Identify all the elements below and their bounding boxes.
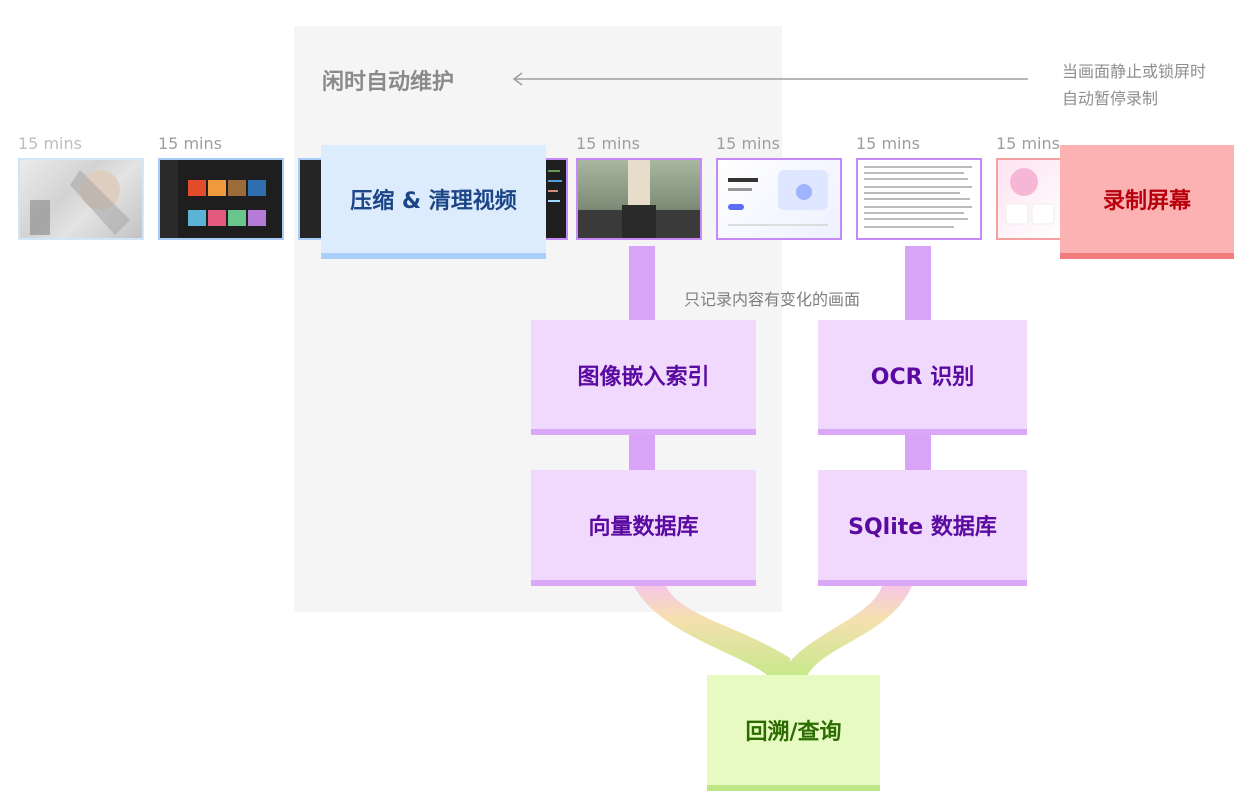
only-changes-note: 只记录内容有变化的画面 <box>684 290 861 309</box>
pink-web-thumbnail <box>996 158 1062 240</box>
person-photo-thumbnail <box>576 158 702 240</box>
anime-character-thumbnail <box>18 158 144 240</box>
connector-sqlite <box>905 435 931 470</box>
pause-note-line1: 当画面静止或锁屏时 <box>1062 62 1207 81</box>
interval-label: 15 mins <box>18 134 82 153</box>
music-app-thumbnail <box>158 158 284 240</box>
code-editor-thumbnail-2 <box>546 158 568 240</box>
document-text-thumbnail <box>856 158 982 240</box>
connector-ocr <box>905 246 931 320</box>
connector-embed <box>629 246 655 320</box>
recall-query-box[interactable]: 回溯/查询 <box>707 675 880 791</box>
interval-label: 15 mins <box>996 134 1060 153</box>
merge-connector <box>634 586 912 678</box>
sqlite-database-box: SQlite 数据库 <box>818 470 1027 586</box>
interval-label: 15 mins <box>158 134 222 153</box>
idle-maintenance-label: 闲时自动维护 <box>322 70 455 95</box>
vector-database-box: 向量数据库 <box>531 470 756 586</box>
web-page-thumbnail <box>716 158 842 240</box>
code-editor-thumbnail <box>298 158 322 240</box>
interval-label: 15 mins <box>576 134 640 153</box>
record-screen-box: 录制屏幕 <box>1060 145 1234 259</box>
pause-note-line2: 自动暂停录制 <box>1062 89 1159 108</box>
image-embedding-index-box: 图像嵌入索引 <box>531 320 756 435</box>
pause-recording-note: 当画面静止或锁屏时 自动暂停录制 <box>1062 58 1206 112</box>
connector-vector <box>629 435 655 470</box>
interval-label: 15 mins <box>716 134 780 153</box>
interval-label: 15 mins <box>856 134 920 153</box>
compress-clean-video-box: 压缩 & 清理视频 <box>321 145 546 259</box>
ocr-recognition-box: OCR 识别 <box>818 320 1027 435</box>
arrow-left-icon <box>512 72 1028 86</box>
